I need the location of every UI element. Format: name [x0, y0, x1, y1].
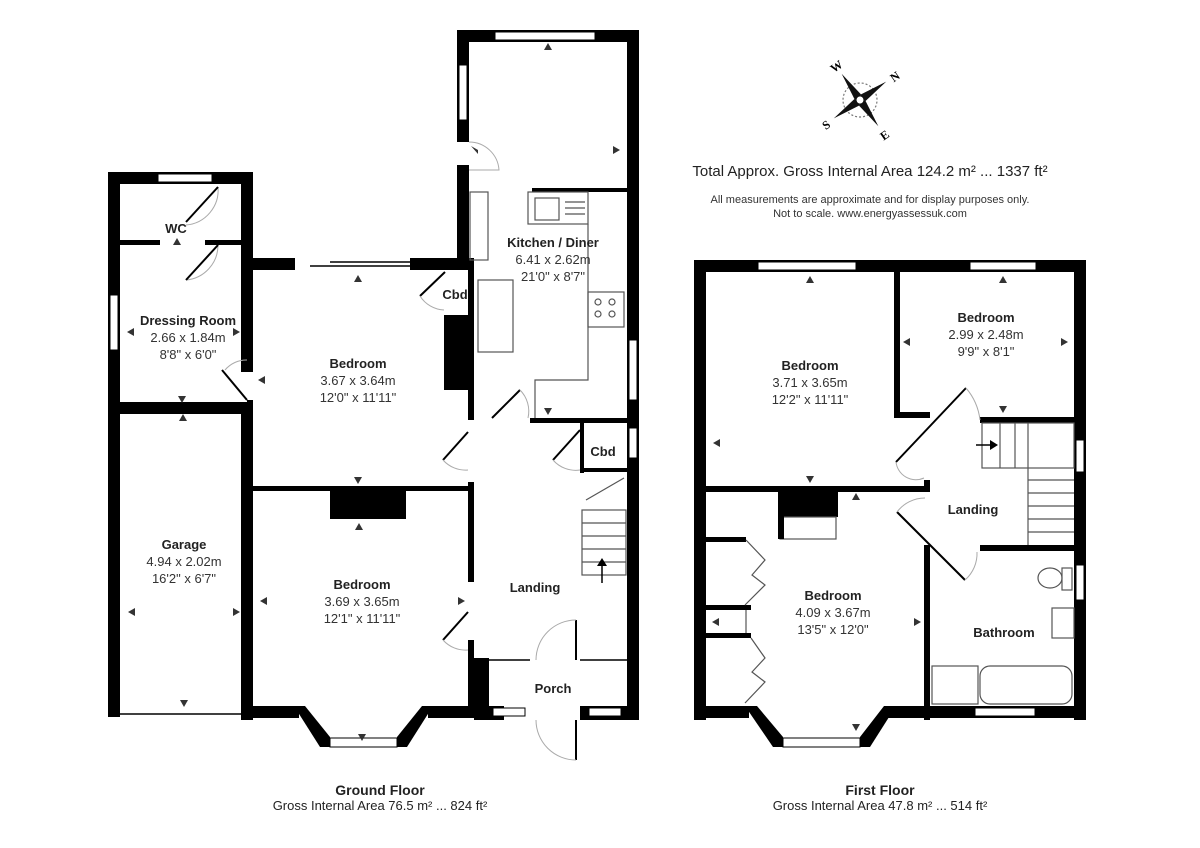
- floor-area: Gross Internal Area 47.8 m² ... 514 ft²: [772, 798, 988, 813]
- window-icon: [157, 173, 213, 183]
- disclaimer-line: All measurements are approximate and for…: [710, 194, 1030, 206]
- room-dimensions-metric: 3.67 x 3.64m: [320, 373, 395, 388]
- compass-label-w: W: [828, 57, 846, 75]
- room-dimensions-imperial: 12'1" x 11'11": [324, 611, 401, 626]
- compass-label-e: E: [877, 127, 892, 143]
- floor-area: Gross Internal Area 76.5 m² ... 824 ft²: [272, 798, 488, 813]
- compass-rose-icon: W E S N: [819, 57, 902, 143]
- room-dimensions-metric: 4.94 x 2.02m: [146, 554, 221, 569]
- room-labels: WC Dressing Room 2.66 x 1.84m 8'8" x 6'0…: [140, 221, 1035, 696]
- room-dimensions-metric: 4.09 x 3.67m: [795, 605, 870, 620]
- room-label-bedroom: Bedroom: [957, 310, 1014, 325]
- bay-window-icon: [329, 737, 398, 748]
- room-label-garage: Garage: [162, 537, 207, 552]
- room-label-landing: Landing: [510, 580, 561, 595]
- room-dimensions-metric: 6.41 x 2.62m: [515, 252, 590, 267]
- room-dimensions-imperial: 13'5" x 12'0": [797, 622, 869, 637]
- floor-title: Ground Floor: [335, 782, 425, 798]
- stairs-arrow-icon: [990, 440, 998, 450]
- ground-floor-caption: Ground Floor Gross Internal Area 76.5 m²…: [190, 782, 570, 813]
- ground-floor-plan: [108, 30, 639, 761]
- disclaimer: All measurements are approximate and for…: [640, 193, 1100, 221]
- disclaimer-line: Not to scale. www.energyassessuk.com: [773, 208, 967, 220]
- room-label-bedroom: Bedroom: [781, 358, 838, 373]
- room-label-cupboard: Cbd: [590, 444, 615, 459]
- room-label-dressing-room: Dressing Room: [140, 313, 236, 328]
- door-swing-icon: [468, 141, 500, 171]
- window-icon: [588, 707, 622, 717]
- room-label-bedroom: Bedroom: [329, 356, 386, 371]
- window-icon: [1075, 564, 1085, 601]
- dimension-markers: [127, 43, 620, 741]
- room-label-cupboard: Cbd: [442, 287, 467, 302]
- room-dimensions-imperial: 12'2" x 11'11": [772, 392, 849, 407]
- first-floor-plan: [694, 260, 1086, 748]
- room-dimensions-metric: 3.71 x 3.65m: [772, 375, 847, 390]
- room-dimensions-imperial: 8'8" x 6'0": [160, 347, 217, 362]
- compass-label-s: S: [819, 117, 833, 132]
- room-dimensions-imperial: 16'2" x 6'7": [152, 571, 216, 586]
- room-dimensions-metric: 2.66 x 1.84m: [150, 330, 225, 345]
- total-area-heading: Total Approx. Gross Internal Area 124.2 …: [692, 163, 1048, 180]
- room-label-wc: WC: [165, 221, 187, 236]
- wall: [108, 172, 120, 717]
- dimension-markers: [712, 276, 1068, 731]
- first-floor-caption: First Floor Gross Internal Area 47.8 m² …: [690, 782, 1070, 813]
- room-label-bedroom: Bedroom: [804, 588, 861, 603]
- window-icon: [458, 64, 468, 121]
- room-label-porch: Porch: [535, 681, 572, 696]
- window-icon: [969, 261, 1037, 271]
- window-icon: [494, 31, 596, 41]
- room-label-bathroom: Bathroom: [973, 625, 1034, 640]
- window-icon: [628, 427, 638, 459]
- stairs-up-arrow-icon: [597, 558, 607, 566]
- window-icon: [628, 339, 638, 401]
- window-icon: [1075, 439, 1085, 473]
- room-dimensions-imperial: 21'0" x 8'7": [521, 269, 585, 284]
- room-label-kitchen-diner: Kitchen / Diner: [507, 235, 599, 250]
- compass-label-n: N: [887, 68, 902, 85]
- floor-title: First Floor: [845, 782, 915, 798]
- window-icon: [109, 294, 119, 351]
- room-dimensions-imperial: 12'0" x 11'11": [320, 390, 397, 405]
- room-dimensions-metric: 3.69 x 3.65m: [324, 594, 399, 609]
- room-dimensions-metric: 2.99 x 2.48m: [948, 327, 1023, 342]
- window-icon: [974, 707, 1036, 717]
- bay-window-icon: [782, 737, 861, 748]
- room-label-landing: Landing: [948, 502, 999, 517]
- room-dimensions-imperial: 9'9" x 8'1": [958, 344, 1015, 359]
- window-icon: [492, 707, 526, 717]
- window-icon: [757, 261, 857, 271]
- room-label-bedroom: Bedroom: [333, 577, 390, 592]
